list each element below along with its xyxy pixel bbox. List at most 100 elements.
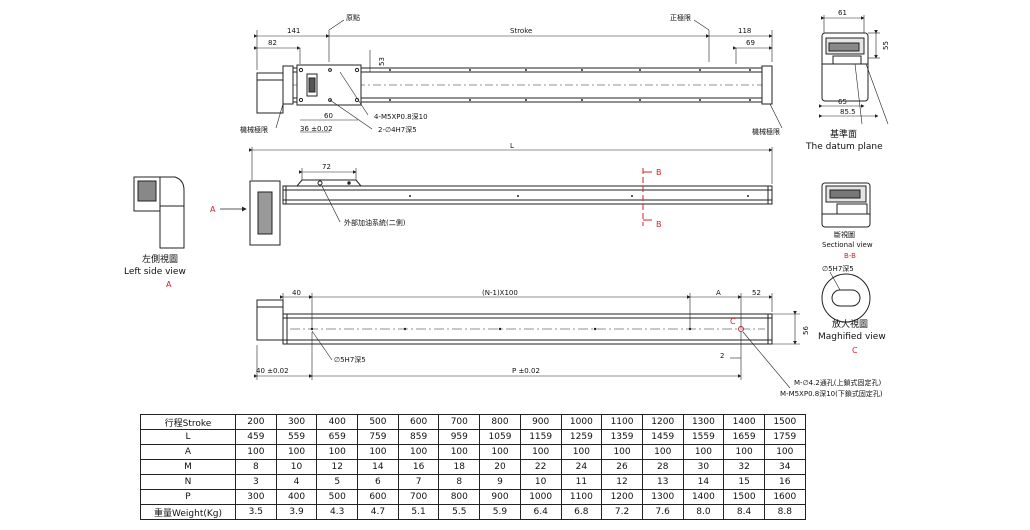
spec-cell: 1400 xyxy=(723,414,765,430)
spec-cell: 34 xyxy=(763,459,806,475)
spec-cell: 11 xyxy=(560,474,603,490)
callout-lock-screw: M-M5XP0.8深10(下鎖式固定孔) xyxy=(780,389,883,398)
mech-limit-right: 機械極限 xyxy=(752,127,780,136)
spec-cell: 6.8 xyxy=(560,504,603,520)
spec-cell: 900 xyxy=(519,414,562,430)
spec-cell: 100 xyxy=(235,444,277,460)
dim-85-5: 85.5 xyxy=(840,108,856,116)
spec-row-label: 重量Weight(Kg) xyxy=(140,504,236,520)
spec-cell: 1000 xyxy=(560,414,603,430)
section-view-tag: B-B xyxy=(844,252,856,260)
dim-40: 40 xyxy=(292,289,301,297)
spec-cell: 8 xyxy=(438,474,481,490)
spec-cell: 100 xyxy=(763,444,806,460)
dim-pitch: (N-1)X100 xyxy=(482,289,518,297)
spec-cell: 100 xyxy=(601,444,643,460)
magnified-tag: C xyxy=(852,346,858,355)
spec-cell: 1759 xyxy=(763,429,806,445)
spec-cell: 400 xyxy=(316,414,359,430)
stroke-label: Stroke xyxy=(510,27,532,35)
section-b-bottom: B xyxy=(656,220,662,229)
spec-cell: 30 xyxy=(682,459,725,475)
dim-40-tol: 40 ±0.02 xyxy=(256,367,289,375)
top-view-labels: 141 82 原點 Stroke 正極限 118 69 53 60 36 ±0.… xyxy=(240,13,780,136)
spec-row-label: A xyxy=(140,444,236,460)
magnified-hole-label: ∅5H7深5 xyxy=(822,264,854,273)
spec-cell: 1059 xyxy=(479,429,521,445)
spec-cell: 1300 xyxy=(641,489,684,505)
section-view-title-en: Sectional view xyxy=(822,241,873,249)
spec-cell: 1359 xyxy=(601,429,643,445)
spec-cell: 5.1 xyxy=(397,504,440,520)
spec-cell: 1459 xyxy=(641,429,684,445)
spec-cell: 100 xyxy=(397,444,440,460)
spec-cell: 3.9 xyxy=(275,504,318,520)
left-view-title-en: Left side view xyxy=(124,267,186,277)
spec-cell: 1000 xyxy=(519,489,562,505)
callout-pin-top: 2-∅4H7深5 xyxy=(378,125,417,134)
spec-cell: 1100 xyxy=(560,489,603,505)
spec-cell: 1559 xyxy=(682,429,725,445)
spec-cell: 1159 xyxy=(519,429,562,445)
spec-row-label: 行程Stroke xyxy=(140,414,236,430)
sectional-view xyxy=(821,182,871,228)
positive-limit-label: 正極限 xyxy=(670,13,691,22)
spec-cell: 100 xyxy=(438,444,481,460)
dim-82: 82 xyxy=(268,39,277,47)
callout-screw-top: 4-M5XP0.8深10 xyxy=(374,112,428,121)
spec-cell: 200 xyxy=(235,414,277,430)
spec-cell: 20 xyxy=(479,459,521,475)
spec-cell: 100 xyxy=(641,444,684,460)
spec-cell: 500 xyxy=(316,489,359,505)
dim-a: A xyxy=(716,289,721,297)
bottom-view-labels: 40 (N-1)X100 A 52 56 2 C 40 ±0.02 P ±0.0… xyxy=(256,289,883,398)
spec-cell: 100 xyxy=(519,444,562,460)
spec-row-label: L xyxy=(140,429,236,445)
magnified-view-labels: ∅5H7深5 放大視圖 Maghified view C xyxy=(818,264,886,355)
spec-cell: 5.9 xyxy=(479,504,521,520)
section-b-top: B xyxy=(656,168,662,177)
left-side-view xyxy=(133,176,185,249)
spec-cell: 600 xyxy=(397,414,440,430)
sectional-view-labels: 斷視圖 Sectional view B-B xyxy=(822,230,873,260)
spec-cell: 1300 xyxy=(682,414,725,430)
dim-56: 56 xyxy=(802,326,810,335)
spec-row-label: N xyxy=(140,474,236,490)
spec-cell: 1100 xyxy=(601,414,643,430)
spec-cell: 8.8 xyxy=(763,504,806,520)
dim-55: 55 xyxy=(882,41,890,50)
origin-label: 原點 xyxy=(346,13,360,22)
spec-cell: 959 xyxy=(438,429,481,445)
spec-cell: 7 xyxy=(397,474,440,490)
spec-cell: 900 xyxy=(479,489,521,505)
spec-cell: 800 xyxy=(438,489,481,505)
magnified-view xyxy=(821,271,871,323)
spec-cell: 24 xyxy=(560,459,603,475)
spec-cell: 4.3 xyxy=(316,504,359,520)
spec-cell: 16 xyxy=(763,474,806,490)
spec-cell: 8.4 xyxy=(723,504,765,520)
spec-cell: 100 xyxy=(682,444,725,460)
end-view-labels: 61 55 65 85.5 基準面 The datum plane xyxy=(805,9,890,152)
spec-cell: 12 xyxy=(316,459,359,475)
bottom-view xyxy=(254,293,800,389)
spec-cell: 1659 xyxy=(723,429,765,445)
spec-cell: 1200 xyxy=(601,489,643,505)
spec-cell: 859 xyxy=(397,429,440,445)
spec-cell: 600 xyxy=(357,489,399,505)
dim-69: 69 xyxy=(746,39,755,47)
magnified-title-en: Maghified view xyxy=(818,332,886,342)
top-view xyxy=(254,19,783,133)
magnified-title-zh: 放大視圖 xyxy=(832,318,868,330)
marker-c: C xyxy=(730,317,736,326)
spec-cell: 26 xyxy=(601,459,643,475)
callout-through-hole: M-∅4.2通孔(上鎖式固定孔) xyxy=(794,378,882,387)
